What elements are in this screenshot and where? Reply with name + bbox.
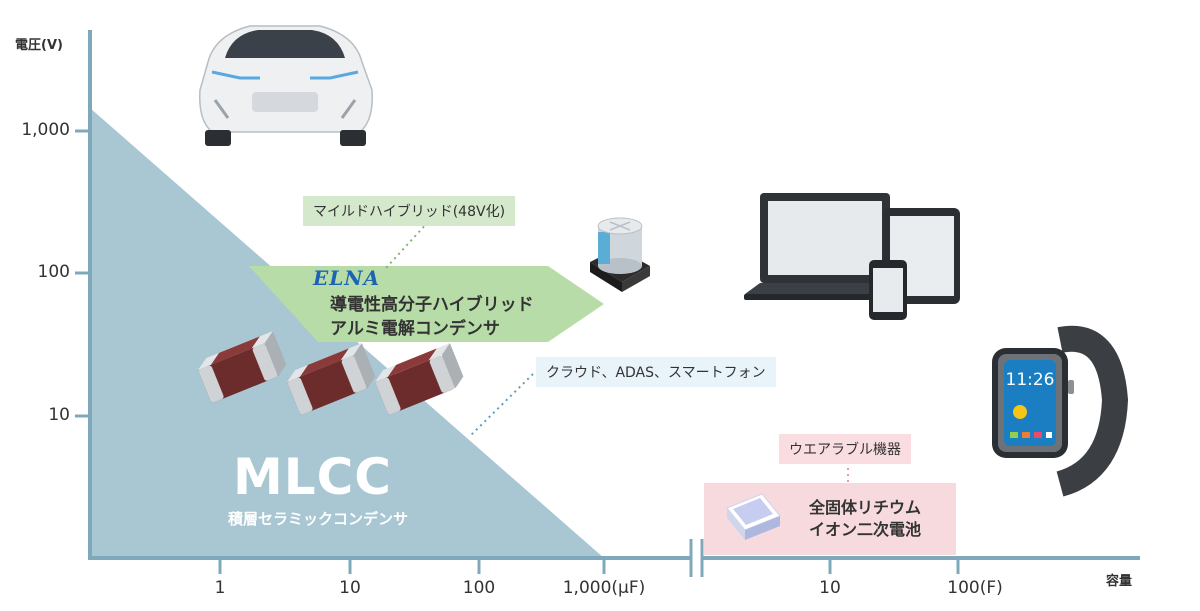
callout-wearable: ウエアラブル機器	[779, 434, 911, 464]
mlcc-chip-illustration	[198, 331, 287, 403]
battery-cell-illustration	[726, 493, 781, 540]
x-tick-label: 100(F)	[947, 578, 1003, 598]
x-tick-label: 10	[819, 578, 841, 598]
x-tick-label: 1	[214, 578, 226, 598]
x-axis-title: 容量	[1106, 574, 1133, 589]
leader-line-cloud	[469, 373, 534, 437]
y-tick-label: 10	[48, 405, 70, 425]
mlcc-chip-illustration	[375, 343, 464, 415]
elna-arrow-region	[249, 266, 604, 342]
callout-mild-hybrid: マイルドハイブリッド(48V化)	[303, 196, 516, 226]
capacitor-illustration	[590, 217, 650, 292]
mlcc-title: MLCC	[233, 448, 393, 506]
elna-product-line2: アルミ電解コンデンサ	[330, 319, 500, 339]
x-tick-label: 1,000(μF)	[562, 578, 646, 598]
x-tick-label: 10	[339, 578, 361, 598]
watch-time: 11:26	[1006, 370, 1055, 390]
y-tick-label: 100	[37, 262, 70, 282]
mlcc-chip-illustration	[287, 343, 376, 415]
laptop-illustration	[744, 193, 906, 300]
battery-label-line2: イオン二次電池	[808, 520, 921, 539]
tablet-illustration	[884, 208, 960, 304]
x-tick-label: 100	[462, 578, 496, 598]
battery-label-line1: 全固体リチウム	[808, 498, 921, 517]
callout-cloud-adas-smartphone: クラウド、ADAS、スマートフォン	[536, 357, 776, 387]
elna-product-line1: 導電性高分子ハイブリッド	[330, 295, 534, 315]
elna-logo: ELNA	[313, 266, 381, 290]
smartwatch-illustration: 11:26	[992, 325, 1129, 497]
leader-line-mild-hybrid	[385, 221, 429, 269]
y-tick-label: 1,000	[21, 120, 70, 140]
smartphone-illustration	[869, 260, 907, 320]
y-axis-title: 電圧(V)	[15, 38, 63, 53]
car-illustration	[199, 25, 373, 146]
mlcc-subtitle: 積層セラミックコンデンサ	[228, 510, 409, 528]
